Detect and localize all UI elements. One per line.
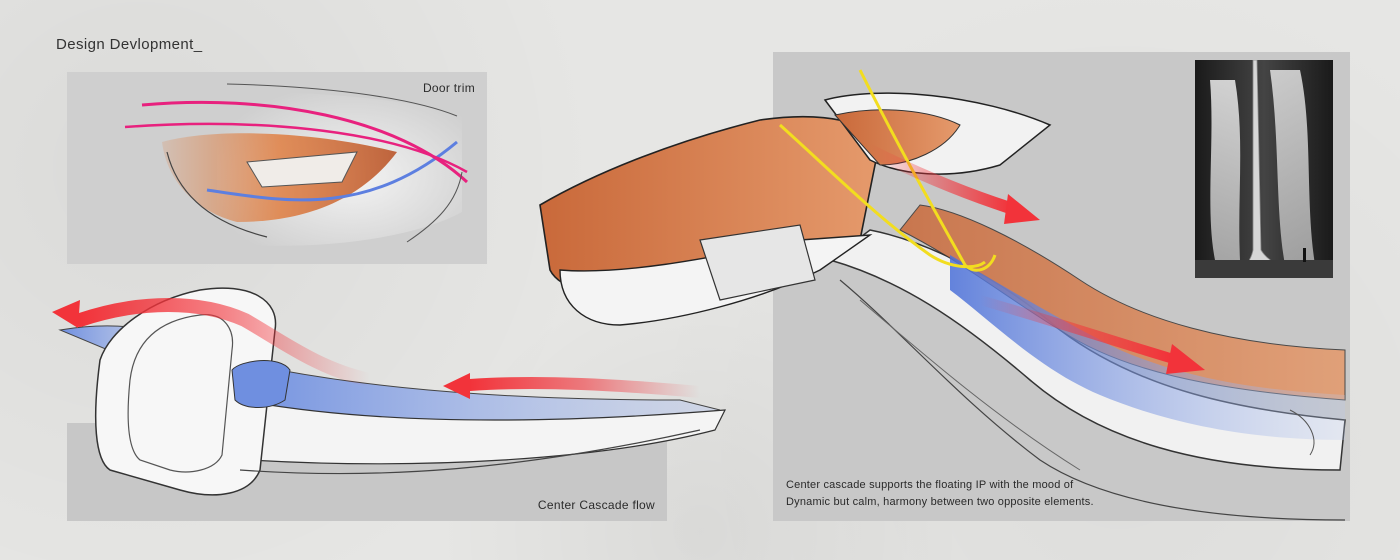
caption-line-2: Dynamic but calm, harmony between two op… bbox=[786, 496, 1094, 508]
waterfall-photo bbox=[1195, 60, 1333, 278]
door-trim-panel: Door trim bbox=[67, 72, 487, 264]
page-title: Design Devlopment_ bbox=[56, 36, 203, 53]
caption-line-1: Center cascade supports the floating IP … bbox=[786, 479, 1074, 491]
door-trim-label: Door trim bbox=[422, 81, 475, 95]
door-trim-sketch bbox=[124, 83, 469, 246]
floating-ip-caption: Center cascade supports the floating IP … bbox=[786, 477, 1094, 511]
waterfall-reference-image bbox=[1195, 60, 1333, 278]
center-cascade-label: Center Cascade flow bbox=[537, 498, 655, 512]
center-cascade-sketch bbox=[52, 287, 727, 496]
